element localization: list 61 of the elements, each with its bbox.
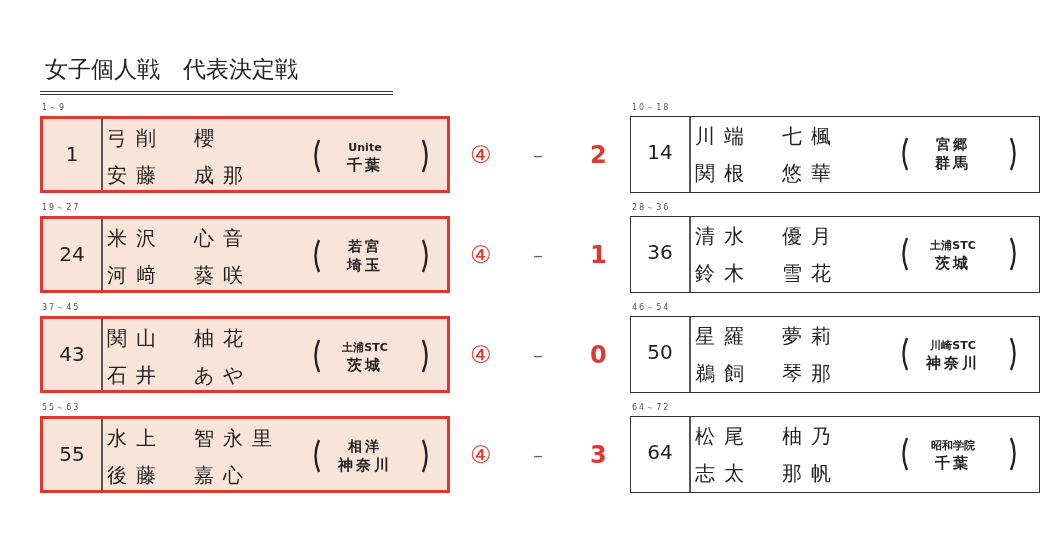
- seed-range: 10～18: [632, 102, 671, 113]
- seed-range: 37～45: [42, 302, 81, 313]
- seed-range: 55～63: [42, 402, 81, 413]
- club-name: 川崎STC: [929, 338, 977, 354]
- seed-range: 28～36: [632, 202, 671, 213]
- circled-score: ④: [470, 340, 492, 370]
- prefecture-name: 茨城: [934, 254, 972, 272]
- prefecture-name: 千葉: [346, 156, 384, 174]
- club-name: 宮郷: [935, 135, 971, 153]
- prefecture-name: 群馬: [934, 154, 972, 172]
- player-name: 後藤 嘉心: [107, 463, 252, 487]
- score: 0: [590, 340, 607, 370]
- player-name: 星羅 夢莉: [695, 324, 840, 348]
- prefecture-name: 千葉: [934, 454, 972, 472]
- player-name: 石井 あや: [107, 363, 252, 387]
- seed-number: 24: [58, 241, 86, 268]
- club-name: 昭和学院: [930, 438, 976, 454]
- club-name: Unite: [347, 140, 383, 156]
- player-name: 松尾 柚乃: [695, 424, 840, 448]
- player-name: 河﨑 葵咲: [107, 263, 252, 287]
- seed-range: 64～72: [632, 402, 671, 413]
- prefecture-name: 埼玉: [345, 256, 384, 274]
- seed-range: 1～9: [42, 102, 67, 113]
- player-name: 安藤 成那: [107, 163, 252, 187]
- club-name: 土浦STC: [929, 238, 977, 254]
- circled-score: ④: [470, 140, 492, 170]
- player-name: 水上 智永里: [107, 426, 281, 450]
- seed-range: 46～54: [632, 302, 671, 313]
- club-name: 相洋: [347, 437, 383, 455]
- circled-score: ④: [470, 240, 492, 270]
- player-name: 鈴木 雪花: [695, 261, 840, 285]
- player-name: 関山 柚花: [107, 326, 252, 350]
- seed-number: 64: [646, 439, 674, 466]
- club-name: 土浦STC: [341, 340, 389, 356]
- prefecture-name: 茨城: [346, 356, 384, 374]
- dash: –: [533, 342, 543, 369]
- seed-number: 36: [646, 239, 674, 266]
- seed-number: 50: [646, 339, 674, 366]
- player-name: 米沢 心音: [107, 226, 252, 250]
- seed-number: 14: [646, 139, 674, 166]
- player-name: 弓削 櫻: [107, 126, 223, 150]
- player-name: 川端 七楓: [695, 124, 840, 148]
- score: 2: [590, 140, 607, 170]
- prefecture-name: 神奈川: [925, 354, 981, 372]
- player-name: 志太 那帆: [695, 461, 840, 485]
- circled-score: ④: [470, 440, 492, 470]
- seed-number: 1: [64, 141, 80, 168]
- seed-range: 19～27: [42, 202, 81, 213]
- score: 1: [590, 240, 607, 270]
- seed-number: 43: [58, 341, 86, 368]
- title: 女子個人戦 代表決定戦: [45, 55, 298, 84]
- dash: –: [533, 142, 543, 169]
- seed-number: 55: [58, 441, 86, 468]
- dash: –: [533, 242, 543, 269]
- score: 3: [590, 440, 607, 470]
- club-name: 若宮: [347, 237, 383, 255]
- player-name: 清水 優月: [695, 224, 840, 248]
- dash: –: [533, 442, 543, 469]
- prefecture-name: 神奈川: [337, 456, 393, 474]
- player-name: 鵜飼 琴那: [695, 361, 840, 385]
- player-name: 関根 悠華: [695, 161, 840, 185]
